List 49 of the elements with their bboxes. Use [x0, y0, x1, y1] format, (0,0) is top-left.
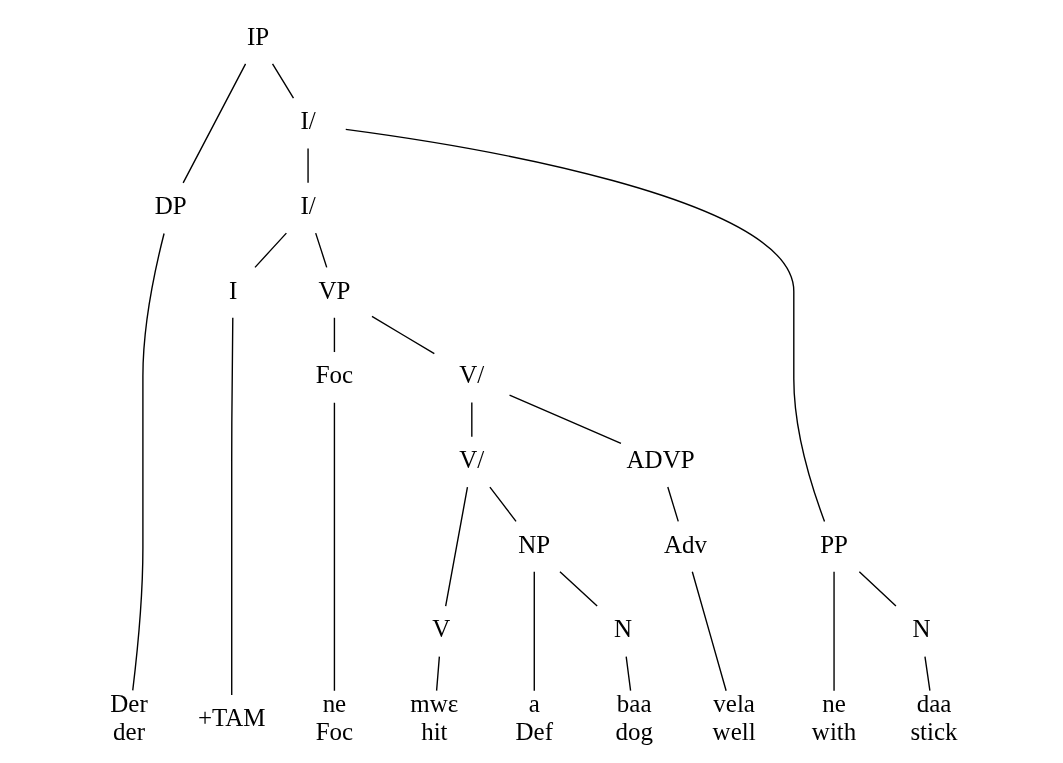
- node-text: +TAM: [197, 704, 266, 732]
- connector: [307, 147, 309, 184]
- connector: [182, 63, 247, 184]
- connector: [231, 317, 234, 696]
- connector: [444, 486, 469, 607]
- connector: [132, 232, 165, 692]
- node-text: V/: [459, 361, 485, 389]
- node-text: IP: [246, 22, 270, 50]
- node-text: V/: [459, 446, 485, 474]
- node-text: Der der: [110, 690, 148, 746]
- node-text: daa stick: [910, 690, 958, 746]
- connector: [489, 486, 517, 523]
- node-text: PP: [820, 530, 848, 558]
- connector: [254, 232, 288, 269]
- connector: [667, 486, 679, 523]
- connector: [858, 571, 897, 607]
- connector: [315, 232, 328, 269]
- node-text: baa dog: [615, 690, 653, 746]
- node-text: Foc: [315, 361, 354, 389]
- node-text: I: [228, 276, 238, 304]
- connector: [471, 401, 473, 438]
- connector: [271, 63, 295, 99]
- connector: [625, 655, 632, 692]
- node-text: a Def: [515, 690, 553, 746]
- node-text: N: [614, 615, 633, 643]
- node-text: N: [912, 615, 931, 643]
- connector: [924, 655, 931, 692]
- connector: [691, 571, 727, 692]
- node-text: Adv: [664, 530, 708, 558]
- connector: [833, 571, 835, 692]
- node-text: ne Foc: [315, 690, 354, 746]
- node-text: NP: [518, 530, 551, 558]
- node-text: mwɛ hit: [410, 690, 459, 746]
- connector: [371, 315, 435, 355]
- node-text: I/: [300, 192, 316, 220]
- connector: [435, 655, 441, 692]
- connector: [533, 571, 535, 692]
- connector: [333, 401, 336, 692]
- connector: [508, 394, 622, 445]
- node-text: I/: [300, 107, 316, 135]
- node-text: VP: [318, 276, 351, 304]
- node-text: V: [432, 615, 451, 643]
- node-text: ADVP: [626, 446, 695, 474]
- node-text: vela well: [712, 690, 756, 746]
- connector: [345, 128, 826, 523]
- connector: [559, 571, 598, 607]
- connector: [333, 317, 336, 353]
- node-text: DP: [154, 192, 187, 220]
- node-text: ne with: [811, 690, 857, 746]
